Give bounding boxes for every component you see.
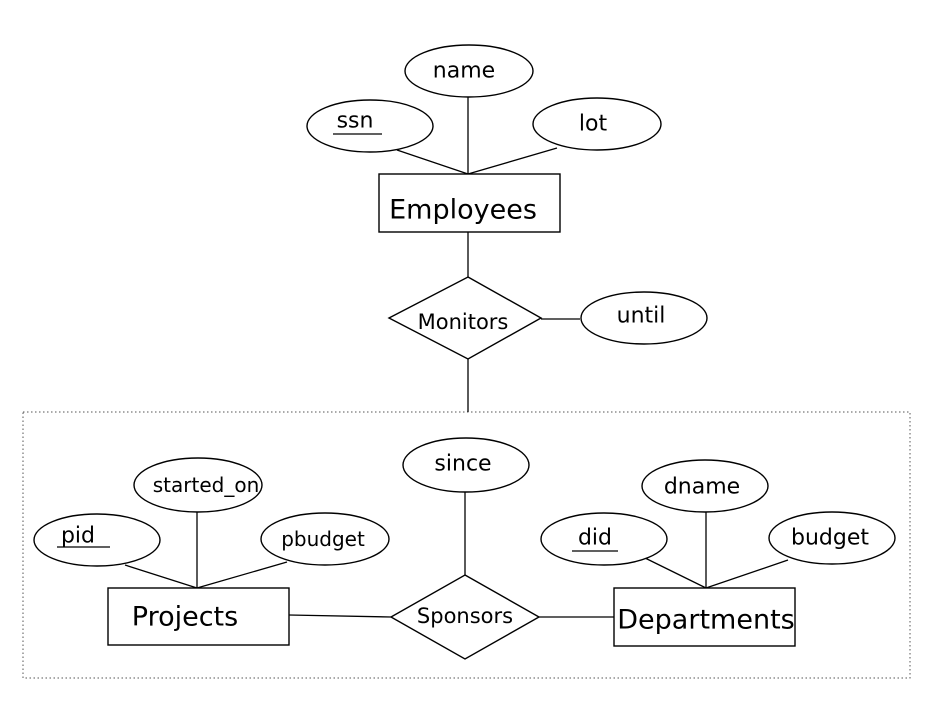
attr-since-label: since xyxy=(434,452,491,477)
relationship-sponsors xyxy=(389,574,541,660)
attr-pid xyxy=(33,513,161,567)
edge-did-departments xyxy=(642,556,707,589)
attr-lot xyxy=(532,97,662,151)
attr-started-on-label: started_on xyxy=(153,473,260,497)
relationship-sponsors-label: Sponsors xyxy=(417,604,513,628)
edge-pid-projects xyxy=(124,564,198,589)
attr-since xyxy=(402,437,530,493)
entity-employees-label: Employees xyxy=(389,195,537,226)
attr-name xyxy=(404,44,534,98)
entity-departments xyxy=(613,587,796,647)
attr-did-label: did xyxy=(578,526,612,551)
attr-until-label: until xyxy=(617,304,666,329)
relationship-monitors xyxy=(387,276,543,360)
attr-pbudget xyxy=(260,512,390,566)
connectors xyxy=(124,97,789,618)
attr-budget-label: budget xyxy=(791,526,869,551)
entity-employees xyxy=(378,173,561,233)
sponsors-group: since Sponsors xyxy=(389,437,541,660)
monitors-group: Monitors until xyxy=(387,276,708,360)
attr-budget xyxy=(768,511,896,565)
departments-group: did dname budget Departments xyxy=(540,459,896,647)
aggregation-box xyxy=(22,411,911,679)
entity-projects xyxy=(107,587,290,646)
attr-name-label: name xyxy=(433,59,495,84)
edge-ssn-employees xyxy=(396,149,469,175)
attr-did xyxy=(540,512,668,566)
attr-ssn xyxy=(306,99,434,153)
edge-pbudget-projects xyxy=(196,561,288,589)
attr-until xyxy=(580,291,708,345)
attr-started-on xyxy=(133,457,263,513)
attr-pid-label: pid xyxy=(61,524,95,549)
projects-group: pid started_on pbudget Projects xyxy=(33,457,390,646)
relationship-monitors-label: Monitors xyxy=(418,310,509,334)
entity-departments-label: Departments xyxy=(617,605,794,636)
attr-pbudget-label: pbudget xyxy=(281,527,365,551)
edge-projects-sponsors xyxy=(288,614,392,618)
attr-dname xyxy=(641,459,769,513)
attr-dname-label: dname xyxy=(664,475,740,500)
edge-lot-employees xyxy=(467,147,558,175)
entity-projects-label: Projects xyxy=(132,602,238,633)
employees-group: ssn name lot Employees xyxy=(306,44,662,233)
attr-ssn-label: ssn xyxy=(337,109,374,134)
edge-budget-departments xyxy=(705,559,789,589)
attr-lot-label: lot xyxy=(579,112,608,137)
